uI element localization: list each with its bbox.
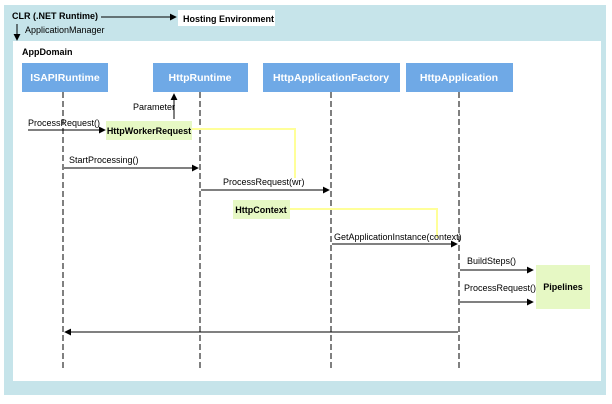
http-context-label: HttpContext [235, 205, 287, 215]
clr-label: CLR (.NET Runtime) [12, 11, 98, 21]
isapi-runtime-header [22, 63, 108, 92]
process-request-app-label: ProcessRequest() [464, 283, 536, 293]
http-application-label: HttpApplication [420, 72, 498, 84]
http-app-factory-header [263, 63, 400, 92]
process-request-label: ProcessRequest() [28, 118, 100, 128]
http-runtime-label: HttpRuntime [169, 72, 232, 84]
isapi-runtime-label: ISAPIRuntime [30, 72, 100, 84]
worker-request-connector [190, 128, 296, 178]
appdomain-label: AppDomain [22, 47, 73, 57]
hosting-environment-box [178, 10, 275, 26]
http-context-note [233, 200, 290, 219]
process-request-wr-label: ProcessRequest(wr) [223, 177, 305, 187]
get-app-instance-label: GetApplicationInstance(context) [334, 232, 462, 242]
hosting-environment-label: Hosting Environment [183, 14, 274, 24]
start-processing-label: StartProcessing() [69, 155, 139, 165]
pipelines-note [536, 265, 590, 309]
http-worker-request-label: HttpWorkerRequest [107, 126, 191, 136]
pipelines-label: Pipelines [543, 282, 583, 292]
http-application-header [406, 63, 513, 92]
context-connector [288, 208, 438, 238]
http-app-factory-label: HttpApplicationFactory [273, 72, 389, 84]
build-steps-label: BuildSteps() [467, 256, 516, 266]
app-manager-label: ApplicationManager [25, 25, 105, 35]
http-runtime-header [153, 63, 248, 92]
appdomain-region [13, 41, 601, 381]
http-worker-request-note [106, 121, 192, 140]
parameter-label: Parameter [133, 102, 175, 112]
